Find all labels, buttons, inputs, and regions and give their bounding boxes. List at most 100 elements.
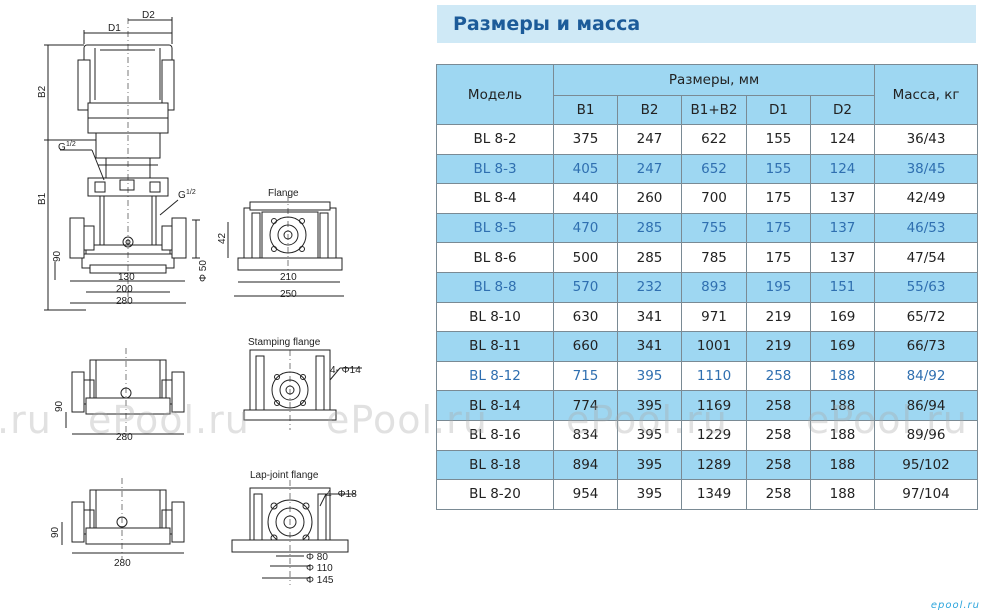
header-b2: B2 xyxy=(617,95,682,125)
header-b1: B1 xyxy=(553,95,618,125)
cell-b1b2: 1349 xyxy=(681,479,747,510)
cell-b1: 630 xyxy=(553,301,618,333)
stamping-flange-label: Stamping flange xyxy=(248,337,321,348)
cell-b2: 232 xyxy=(617,271,682,303)
dim-90b-label: 90 xyxy=(54,400,65,412)
cell-b1: 500 xyxy=(553,242,618,273)
cell-b1b2: 1289 xyxy=(681,449,747,481)
section-title-bar: Размеры и масса xyxy=(437,5,976,43)
cell-d1: 219 xyxy=(746,301,811,333)
cell-mass: 47/54 xyxy=(874,242,979,273)
cell-b2: 395 xyxy=(617,390,682,421)
cell-b2: 395 xyxy=(617,360,682,392)
cell-mass: 42/49 xyxy=(874,183,979,214)
cell-d2: 124 xyxy=(809,124,876,155)
cell-d1: 258 xyxy=(746,479,811,510)
cell-mass: 86/94 xyxy=(874,390,979,421)
cell-model: BL 8-14 xyxy=(436,390,554,421)
cell-model: BL 8-10 xyxy=(436,301,554,333)
cell-d1: 155 xyxy=(746,153,811,185)
dim-280c-label: 280 xyxy=(114,558,131,569)
cell-d2: 151 xyxy=(809,271,876,303)
cell-model: BL 8-12 xyxy=(436,360,554,392)
cell-d2: 124 xyxy=(809,153,876,185)
cell-b2: 285 xyxy=(617,242,682,273)
cell-d1: 258 xyxy=(746,360,811,392)
cell-b2: 395 xyxy=(617,479,682,510)
cell-b2: 260 xyxy=(617,183,682,214)
cell-b1: 405 xyxy=(553,153,618,185)
cell-model: BL 8-18 xyxy=(436,449,554,481)
pump-drawing-svg: D1 D2 B2 B1 G 1/2 G 1/2 90 130 200 280 Φ… xyxy=(37,10,362,586)
dim-g-half-b-label: G xyxy=(178,190,186,201)
dim-d2-label: D2 xyxy=(142,10,155,21)
dim-280-label: 280 xyxy=(116,296,133,307)
cell-b2: 341 xyxy=(617,301,682,333)
dimensions-mass-table: Модель Размеры, мм Масса, кг B1 B2 B1+B2… xyxy=(436,64,979,510)
dim-phi145-label: Φ 145 xyxy=(306,575,334,586)
cell-b1b2: 893 xyxy=(681,271,747,303)
cell-model: BL 8-4 xyxy=(436,183,554,214)
cell-b1: 470 xyxy=(553,212,618,244)
cell-b1b2: 971 xyxy=(681,301,747,333)
cell-d2: 188 xyxy=(809,419,876,451)
cell-d1: 258 xyxy=(746,449,811,481)
cell-mass: 66/73 xyxy=(874,331,979,362)
dim-4phi14-label: 4- Φ14 xyxy=(330,365,361,376)
cell-d2: 188 xyxy=(809,479,876,510)
cell-d1: 195 xyxy=(746,271,811,303)
dim-90-label: 90 xyxy=(52,250,63,262)
header-b1b2: B1+B2 xyxy=(681,95,747,125)
cell-mass: 89/96 xyxy=(874,419,979,451)
cell-d2: 188 xyxy=(809,390,876,421)
dim-d1-label: D1 xyxy=(108,23,121,34)
cell-b1b2: 785 xyxy=(681,242,747,273)
cell-d2: 188 xyxy=(809,449,876,481)
cell-mass: 97/104 xyxy=(874,479,979,510)
dim-4phi18-label: 4- Φ18 xyxy=(326,489,357,500)
cell-d2: 188 xyxy=(809,360,876,392)
section-title: Размеры и масса xyxy=(453,13,641,35)
cell-b1b2: 652 xyxy=(681,153,747,185)
cell-mass: 46/53 xyxy=(874,212,979,244)
cell-b1: 375 xyxy=(553,124,618,155)
cell-b2: 285 xyxy=(617,212,682,244)
cell-b1: 440 xyxy=(553,183,618,214)
header-model: Модель xyxy=(436,64,554,125)
cell-b1: 715 xyxy=(553,360,618,392)
cell-b1: 834 xyxy=(553,419,618,451)
cell-mass: 36/43 xyxy=(874,124,979,155)
cell-d2: 169 xyxy=(809,331,876,362)
pump-dimension-drawing: D1 D2 B2 B1 G 1/2 G 1/2 90 130 200 280 Φ… xyxy=(0,0,430,615)
header-d2: D2 xyxy=(809,95,876,125)
header-mass: Масса, кг xyxy=(874,64,979,125)
cell-b2: 395 xyxy=(617,449,682,481)
cell-mass: 55/63 xyxy=(874,271,979,303)
dim-phi50-label: Φ 50 xyxy=(198,260,209,282)
cell-d1: 175 xyxy=(746,183,811,214)
dim-phi110-label: Φ 110 xyxy=(306,563,333,574)
cell-b1: 894 xyxy=(553,449,618,481)
dim-phi80-label: Φ 80 xyxy=(306,552,328,563)
brand-logo: epool.ru xyxy=(930,600,980,611)
dim-g-half-a-label: G xyxy=(58,142,66,153)
cell-b1b2: 1110 xyxy=(681,360,747,392)
dim-200-label: 200 xyxy=(116,284,133,295)
cell-b1b2: 622 xyxy=(681,124,747,155)
cell-d2: 169 xyxy=(809,301,876,333)
cell-b2: 247 xyxy=(617,124,682,155)
dim-b1-label: B1 xyxy=(37,192,48,205)
lap-joint-flange-label: Lap-joint flange xyxy=(250,470,319,481)
cell-model: BL 8-3 xyxy=(436,153,554,185)
cell-b1b2: 1169 xyxy=(681,390,747,421)
cell-b1: 774 xyxy=(553,390,618,421)
cell-model: BL 8-16 xyxy=(436,419,554,451)
